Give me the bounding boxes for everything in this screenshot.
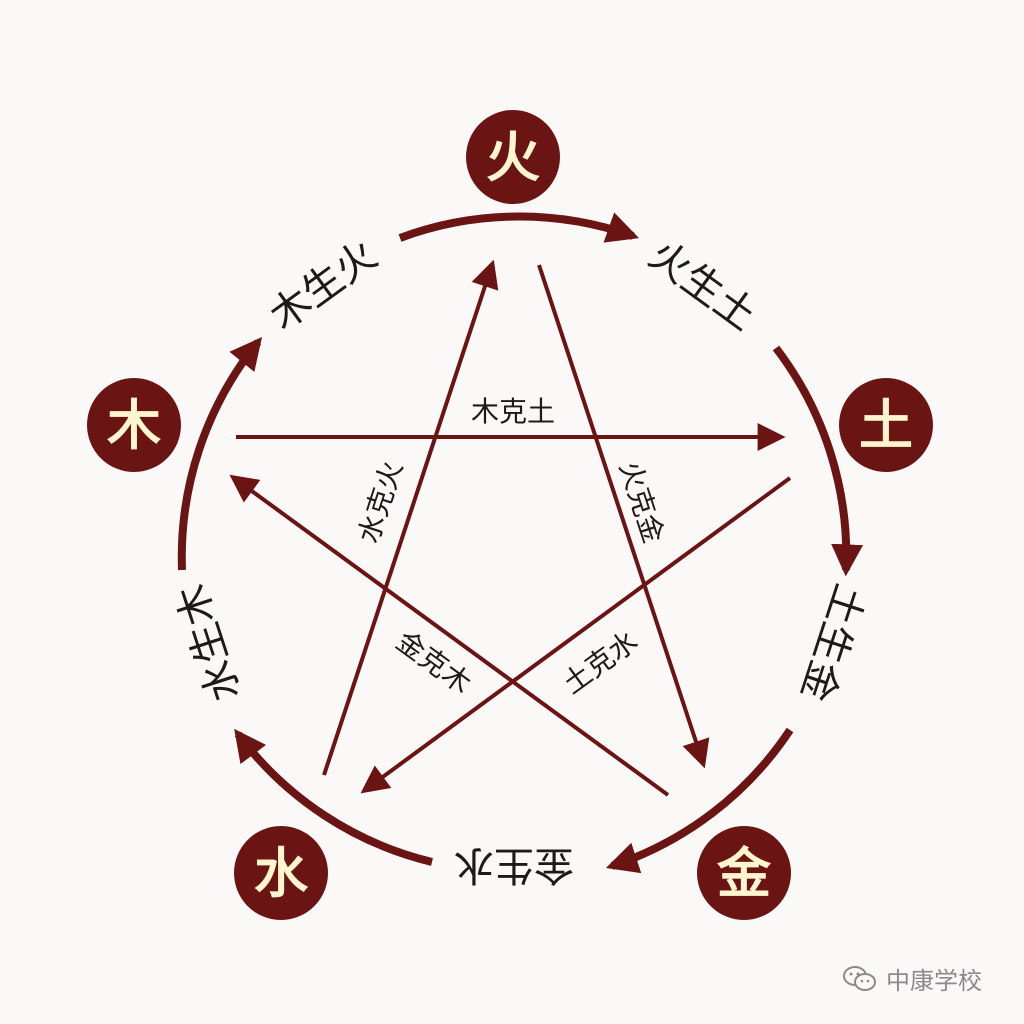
arrow-metal-to-wood [229,474,670,797]
element-wood: 木 [87,378,181,472]
label-metal-controls-wood: 金克木 [390,624,477,700]
arrow-fire-to-metal [537,264,710,769]
label-water-controls-fire: 水克火 [352,457,409,547]
element-fire: 火 [466,110,560,204]
arrow-metal-to-water [605,727,794,874]
watermark: 中康学校 [842,961,982,996]
arrow-earth-to-water [360,476,792,794]
element-wood-label: 木 [107,394,161,457]
element-earth-label: 土 [859,394,913,457]
label-wood-controls-earth: 木克土 [471,395,555,428]
label-metal-generates-water: 金生水 [454,842,574,888]
element-water: 水 [234,826,328,920]
arrow-earth-to-metal [772,345,864,577]
element-metal: 金 [697,826,791,920]
element-fire-label: 火 [486,126,540,189]
watermark-text: 中康学校 [886,967,982,995]
generating-labels: 木生火 火生土 土生金 金生水 水生木 [169,232,873,888]
label-wood-generates-fire: 木生火 [262,232,386,340]
label-fire-generates-earth: 火生土 [640,232,764,340]
label-water-generates-wood: 水生木 [169,579,250,707]
wechat-icon [843,965,876,991]
label-earth-controls-water: 土克水 [557,624,644,700]
arrow-water-to-wood [234,728,433,866]
label-earth-generates-metal: 土生金 [792,579,873,707]
controlling-cycle [229,259,792,797]
generating-cycle [177,212,864,874]
arrow-water-to-fire [322,259,499,776]
arrow-fire-to-earth [398,212,640,243]
element-metal-label: 金 [716,842,772,905]
arrow-wood-to-fire [177,337,263,571]
label-fire-controls-metal: 火克金 [613,457,670,547]
element-earth: 土 [839,378,933,472]
element-nodes: 火 土 金 水 木 [87,110,933,920]
element-water-label: 水 [254,842,309,905]
